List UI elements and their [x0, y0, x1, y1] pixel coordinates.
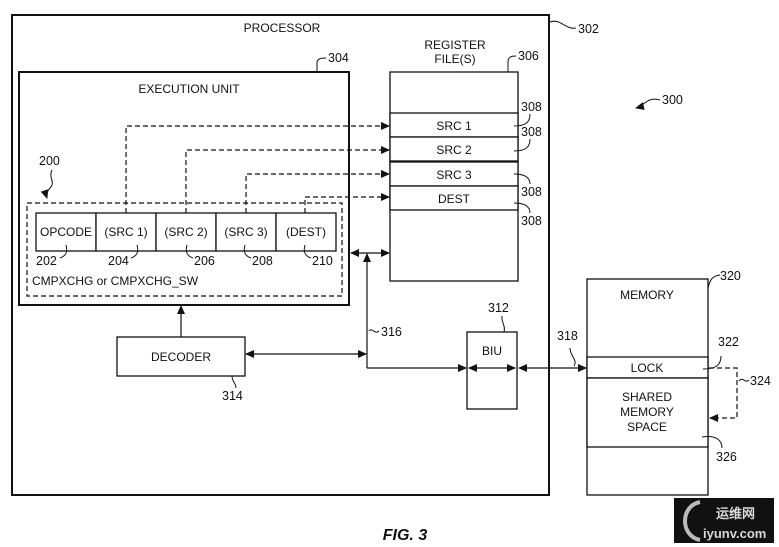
- register-dest-ref-leader: [513, 202, 531, 214]
- instruction-ref: 200: [39, 154, 60, 168]
- memory-label: MEMORY: [620, 288, 674, 302]
- field-opcode-ref: 202: [36, 254, 57, 268]
- memory-lock-ref: 322: [718, 335, 739, 349]
- register-dest: [389, 185, 519, 211]
- biu-ref-leader: [501, 315, 505, 333]
- processor-ref-leader: [549, 20, 577, 29]
- register-src1-label: SRC 1: [436, 119, 472, 133]
- watermark-line2: iyunv.com: [703, 526, 766, 541]
- internal-bus-ref-leader: [368, 329, 380, 333]
- external-bus-ref: 318: [557, 329, 578, 343]
- field-src3: [215, 212, 277, 252]
- register-src1: [389, 112, 519, 138]
- internal-bus-ref: 316: [381, 325, 402, 339]
- execution-unit-label: EXECUTION UNIT: [138, 82, 240, 96]
- memory-shared-line3: SPACE: [627, 420, 667, 434]
- decoder-box: [116, 336, 246, 377]
- field-src2-label: (SRC 2): [164, 225, 207, 239]
- field-dest-label: (DEST): [286, 225, 326, 239]
- register-src1-ref-leader: [513, 113, 531, 127]
- register-file-label-line2: FILE(S): [434, 52, 475, 66]
- memory-shared-line2: MEMORY: [620, 405, 674, 419]
- figure-caption: FIG. 3: [383, 527, 428, 544]
- system-ref: 300: [662, 93, 683, 107]
- execution-unit-box: [18, 71, 350, 306]
- register-dest-label: DEST: [438, 192, 471, 206]
- watermark-logo-icon: [683, 500, 701, 542]
- lock-to-shared-arrow: [709, 367, 738, 422]
- decoder-label: DECODER: [151, 350, 211, 364]
- register-dest-ref: 308: [521, 214, 542, 228]
- field-src2-ref: 206: [194, 254, 215, 268]
- watermark-line1: 运维网: [716, 506, 755, 521]
- register-src3-label: SRC 3: [436, 168, 472, 182]
- src3-to-register-arrow: [245, 170, 390, 213]
- execution-unit-ref-leader: [316, 57, 327, 72]
- field-opcode-label: OPCODE: [40, 225, 92, 239]
- register-src3-ref: 308: [521, 185, 542, 199]
- processor-box: [11, 14, 550, 496]
- instruction-container: [26, 202, 343, 297]
- src2-to-register-arrow: [185, 146, 390, 213]
- register-src1-ref: 308: [521, 100, 542, 114]
- registers: SRC 1 SRC 2 SRC 3 DEST: [389, 112, 519, 211]
- processor-ref: 302: [578, 22, 599, 36]
- instruction-name: CMPXCHG or CMPXCHG_SW: [32, 274, 199, 288]
- decoder-ref: 314: [222, 389, 243, 403]
- field-src1-ref-leader: [130, 244, 139, 259]
- memory-shared-ref-leader: [701, 436, 723, 449]
- lock-link-ref-leader: [738, 378, 750, 382]
- src1-to-register-arrow: [125, 122, 390, 213]
- field-src3-label: (SRC 3): [224, 225, 267, 239]
- register-file-ref: 306: [518, 49, 539, 63]
- register-file-label-line1: REGISTER: [424, 38, 486, 52]
- field-src3-ref: 208: [252, 254, 273, 268]
- memory-lock-ref-leader: [702, 355, 722, 370]
- register-src2-ref: 308: [521, 125, 542, 139]
- register-src2-ref-leader: [513, 138, 531, 152]
- register-src2: [389, 136, 519, 162]
- field-src3-ref-leader: [243, 244, 252, 259]
- memory-shared-space: [586, 377, 709, 448]
- field-src2-ref-leader: [185, 244, 194, 259]
- instruction-fields: OPCODE (SRC 1) (SRC 2) (SRC 3) (DEST): [35, 212, 337, 252]
- memory-shared-line1: SHARED: [622, 390, 672, 404]
- register-file-ref-leader: [507, 55, 517, 72]
- memory-shared-ref: 326: [716, 450, 737, 464]
- memory-ref: 320: [720, 269, 741, 283]
- dest-to-register-arrow: [304, 193, 390, 213]
- memory-ref-leader: [707, 274, 721, 289]
- field-dest: [275, 212, 337, 252]
- execution-unit-ref: 304: [328, 51, 349, 65]
- field-opcode-ref-leader: [59, 244, 68, 259]
- instruction-ref-arrow: [40, 169, 53, 199]
- field-dest-ref-leader: [303, 244, 312, 259]
- system-ref-arrow: [635, 98, 661, 110]
- biu-label: BIU: [482, 344, 502, 358]
- biu-ref: 312: [488, 301, 509, 315]
- field-src1-ref: 204: [108, 254, 129, 268]
- register-src3-ref-leader: [513, 173, 531, 185]
- register-src2-label: SRC 2: [436, 143, 472, 157]
- field-src2: [155, 212, 217, 252]
- memory-lock-label: LOCK: [631, 361, 664, 375]
- processor-label: PROCESSOR: [244, 21, 321, 35]
- watermark: 运维网 iyunv.com: [674, 498, 774, 543]
- external-bus-ref-leader: [569, 347, 576, 367]
- field-src1-label: (SRC 1): [104, 225, 147, 239]
- field-dest-ref: 210: [312, 254, 333, 268]
- lock-link-ref: 324: [750, 374, 771, 388]
- decoder-ref-leader: [231, 375, 237, 389]
